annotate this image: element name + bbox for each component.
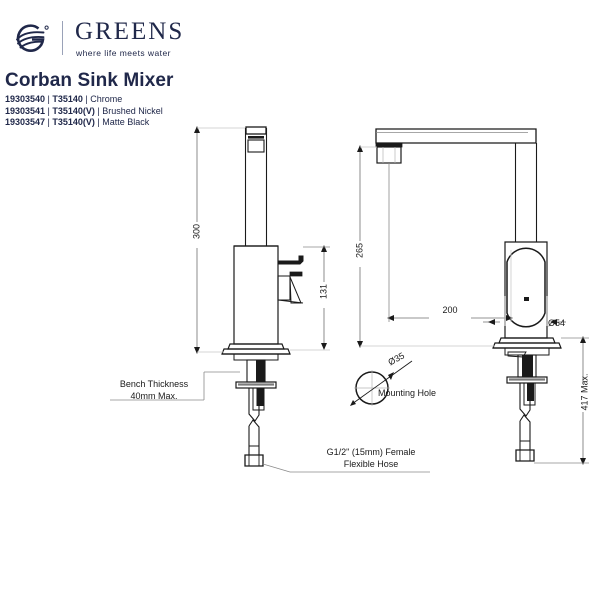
mounting-hole-detail [350,360,413,406]
dimension-label-diameter-54: Ø54 [548,318,566,328]
side-spout-arm [375,128,537,148]
side-spout-outlet [376,146,402,164]
note-bench-thickness: Bench Thickness 40mm Max. [104,378,204,402]
side-elevation-view [375,128,562,462]
code-separator: | [94,117,103,128]
front-riser-column [244,128,268,246]
front-spout-outlet [245,126,267,153]
front-lever-handle [277,255,304,304]
code-separator: | [94,105,103,116]
front-body [233,245,279,345]
dimension-417-max [534,336,589,465]
product-sku: 19303547 [5,117,46,128]
front-flexible-hose [244,388,264,467]
greens-g-wave-logo-icon [16,24,49,52]
product-model: T35140(V) [52,105,95,116]
dimension-label-200: 200 [442,305,458,315]
mounting-hole-caption: Mounting Hole [377,388,437,398]
code-separator: | [45,105,53,116]
brand-logo: GREENS where life meets water [8,16,184,60]
note-line-2: 40mm Max. [130,391,178,401]
logo-divider [62,21,63,55]
code-separator: | [82,94,91,104]
code-separator: | [45,94,53,104]
product-finish: Matte Black [102,117,150,128]
brand-tagline: where life meets water [76,47,171,58]
side-flexible-hose [515,383,535,462]
product-code-list: 19303540 | T35140 | Chrome 19303541 | T3… [5,94,163,129]
sheet-header: GREENS where life meets water Corban Sin… [0,0,600,127]
dimension-265 [357,145,495,348]
product-sku: 19303540 [5,94,46,104]
dimension-diameter-54 [483,296,566,326]
leader-flexible-hose [262,463,430,473]
leader-bench-thickness [110,371,240,401]
brand-text: GREENS where life meets water [75,17,185,58]
dimension-label-265: 265 [354,242,365,259]
product-sku: 19303541 [5,105,46,116]
side-base-flange [492,337,562,358]
list-item: 19303540 | T35140 | Chrome [5,94,163,106]
note-line-1: Bench Thickness [119,379,189,389]
front-elevation-view [221,126,304,467]
front-mounting-shank [235,359,277,411]
product-model: T35140 [52,94,83,104]
dimension-200 [387,163,513,322]
dimension-label-417-max: 417 Max. [579,373,590,411]
page-title: Corban Sink Mixer [5,70,174,91]
product-finish: Chrome [90,94,123,104]
brand-name: GREENS [75,17,185,45]
side-mounting-shank [506,354,548,406]
code-separator: | [45,117,53,128]
front-base-flange [221,343,291,361]
product-model: T35140(V) [52,117,95,128]
note-line-2: Flexible Hose [343,459,399,469]
list-item: 19303547 | T35140(V) | Matte Black [5,117,163,129]
dimension-300 [194,126,245,354]
dimension-label-131: 131 [318,283,329,300]
product-finish: Brushed Nickel [102,105,163,116]
dimension-label-300: 300 [191,223,202,240]
dimension-131 [290,245,330,351]
side-riser-column [514,143,538,242]
note-flexible-hose: G1/2" (15mm) Female Flexible Hose [303,446,439,470]
note-line-1: G1/2" (15mm) Female [326,447,416,457]
list-item: 19303541 | T35140(V) | Brushed Nickel [5,106,163,118]
